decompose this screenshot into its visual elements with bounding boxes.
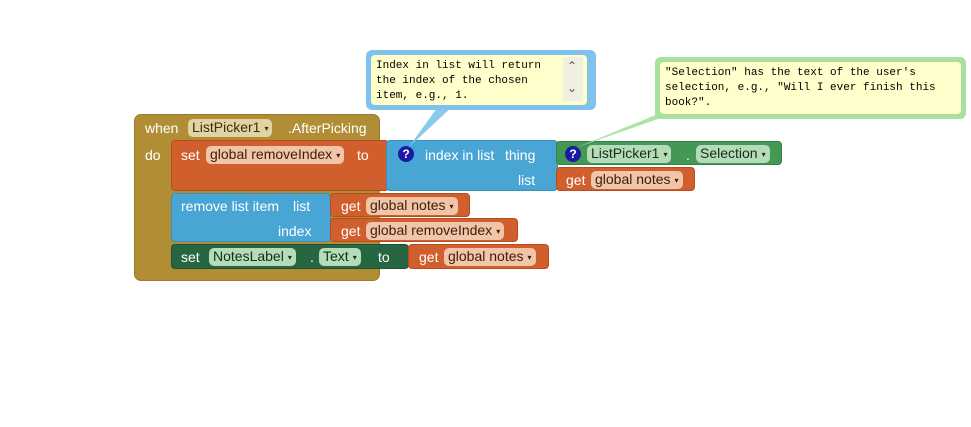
get-variable-dropdown[interactable]: global removeIndex▾ (366, 222, 505, 240)
chevron-down-icon: ▾ (496, 227, 501, 236)
remove-index-socket-label: index (278, 223, 312, 239)
index-comment-text[interactable]: Index in list will return the index of t… (371, 55, 587, 105)
list-socket-label: list (518, 172, 536, 188)
event-name-label: .AfterPicking (288, 120, 367, 136)
comment-scrollbar[interactable] (563, 57, 583, 101)
thing-socket-label: thing (505, 147, 536, 163)
set-component-dropdown[interactable]: NotesLabel▾ (209, 248, 296, 266)
chevron-down-icon: ▾ (663, 150, 668, 159)
index-in-list-block[interactable] (386, 140, 558, 191)
set-property-name: Text (323, 248, 349, 264)
when-label: when (145, 120, 179, 136)
set-property-dropdown[interactable]: Text▾ (319, 248, 361, 266)
event-component-dropdown[interactable]: ListPicker1▾ (188, 119, 273, 137)
global-variable-name: global removeIndex (210, 146, 333, 162)
get-variable-name: global notes (595, 171, 671, 187)
help-icon[interactable]: ? (398, 146, 414, 162)
remove-list-item-label: remove list item (181, 198, 280, 214)
selection-dot: . (686, 147, 690, 163)
chevron-down-icon: ▾ (527, 253, 532, 262)
get-label: get (566, 172, 586, 188)
get-variable-dropdown[interactable]: global notes▾ (444, 248, 536, 266)
index-in-list-label: index in list (425, 147, 495, 163)
event-component-name: ListPicker1 (192, 119, 261, 135)
help-icon[interactable]: ? (565, 146, 581, 162)
chevron-down-icon: ▾ (287, 253, 292, 262)
selection-comment-text[interactable]: "Selection" has the text of the user's s… (660, 62, 961, 114)
chevron-down-icon: ▾ (761, 150, 766, 159)
chevron-down-icon: ▾ (352, 253, 357, 262)
get-variable-name: global notes (448, 248, 524, 264)
selection-property-dropdown[interactable]: Selection▾ (696, 145, 770, 163)
remove-list-socket-label: list (293, 198, 311, 214)
get-label: get (341, 223, 361, 239)
set-component-name: NotesLabel (213, 248, 284, 264)
global-variable-dropdown[interactable]: global removeIndex▾ (206, 146, 345, 164)
chevron-down-icon[interactable]: ⌄ (567, 81, 578, 95)
chevron-down-icon: ▾ (264, 124, 269, 133)
chevron-down-icon: ▾ (336, 151, 341, 160)
set-global-to-label: to (357, 147, 369, 163)
set-component-label: set (181, 249, 200, 265)
remove-list-item-block[interactable] (171, 193, 331, 242)
get-variable-name: global notes (370, 197, 446, 213)
get-label: get (419, 249, 439, 265)
chevron-down-icon: ▾ (674, 176, 679, 185)
selection-component-name: ListPicker1 (591, 145, 660, 161)
set-component-to-label: to (378, 249, 390, 265)
get-variable-dropdown[interactable]: global notes▾ (591, 171, 683, 189)
get-label: get (341, 198, 361, 214)
set-global-label: set (181, 147, 200, 163)
get-variable-dropdown[interactable]: global notes▾ (366, 197, 458, 215)
chevron-up-icon[interactable]: ⌃ (567, 59, 578, 73)
selection-property-name: Selection (700, 145, 758, 161)
chevron-down-icon: ▾ (449, 202, 454, 211)
set-component-dot: . (310, 249, 314, 265)
do-label: do (145, 147, 161, 163)
selection-component-dropdown[interactable]: ListPicker1▾ (587, 145, 672, 163)
get-variable-name: global removeIndex (370, 222, 493, 238)
